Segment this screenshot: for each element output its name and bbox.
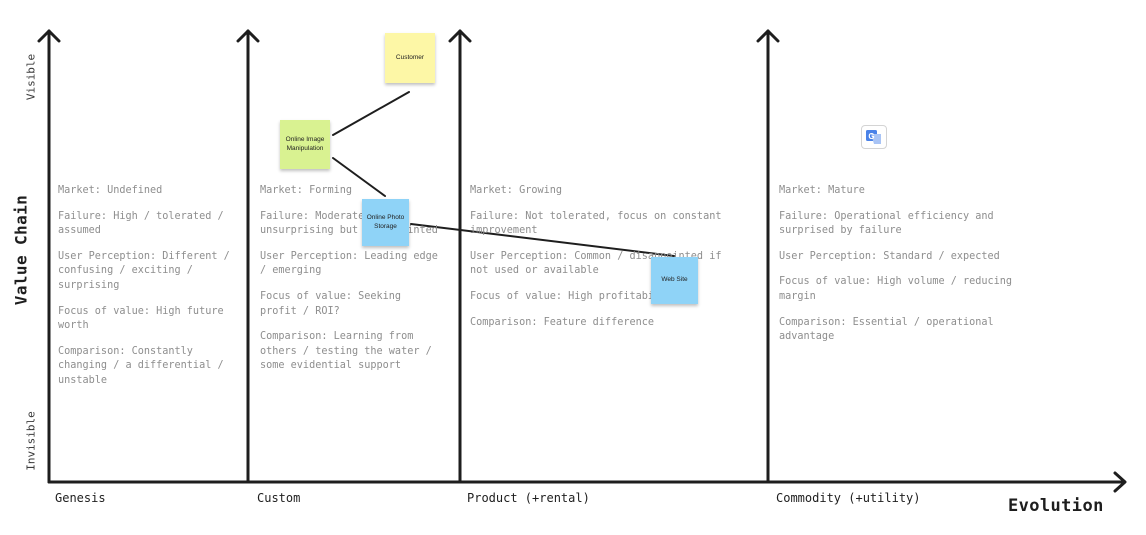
- genesis-perception-note: User Perception: Different / confusing /…: [58, 250, 230, 291]
- phase-label-genesis: Genesis: [55, 491, 106, 505]
- genesis-comparison-note: Comparison: Constantly changing / a diff…: [58, 345, 224, 386]
- product-failure-note: Failure: Not tolerated, focus on constan…: [470, 210, 722, 237]
- value-chain-title: Value Chain: [11, 194, 31, 306]
- product-comparison-note: Comparison: Feature difference: [470, 316, 655, 328]
- phase-label-commodity: Commodity (+utility): [776, 491, 921, 505]
- genesis-value-note: Focus of value: High future worth: [58, 305, 224, 332]
- online-photo-storage-sticky[interactable]: Online Photo Storage: [362, 199, 409, 246]
- link-customer-image-manipulation: [332, 91, 410, 136]
- commodity-market-note: Market: Mature: [779, 185, 865, 196]
- evolution-axis-arrow: [1113, 471, 1127, 493]
- phase-label-product: Product (+rental): [467, 491, 590, 505]
- commodity-stage-arrow: [756, 29, 780, 43]
- phase-label-custom: Custom: [257, 491, 301, 505]
- custom-stage-arrow: [236, 29, 260, 43]
- custom-notes: Market: Forming Failure: Moderate / unsu…: [260, 184, 442, 385]
- genesis-market-note: Market: Undefined: [58, 185, 163, 196]
- invisible-label: Invisible: [24, 411, 38, 471]
- translate-badge[interactable]: G: [861, 125, 887, 149]
- product-market-note: Market: Growing: [470, 185, 563, 196]
- commodity-notes: Market: Mature Failure: Operational effi…: [779, 184, 1019, 356]
- product-stage-arrow: [448, 29, 472, 43]
- custom-value-note: Focus of value: Seeking profit / ROI?: [260, 290, 402, 317]
- genesis-notes: Market: Undefined Failure: High / tolera…: [58, 184, 240, 400]
- commodity-comparison-note: Comparison: Essential / operational adva…: [779, 316, 994, 343]
- online-image-manipulation-sticky[interactable]: Online Image Manipulation: [280, 120, 330, 169]
- value-chain-axis-arrow: [37, 29, 61, 43]
- commodity-perception-note: User Perception: Standard / expected: [779, 250, 1000, 262]
- product-value-note: Focus of value: High profitability: [470, 290, 679, 302]
- web-site-sticky[interactable]: Web Site: [651, 257, 698, 304]
- custom-perception-note: User Perception: Leading edge / emerging: [260, 250, 438, 277]
- custom-market-note: Market: Forming: [260, 185, 353, 196]
- commodity-failure-note: Failure: Operational efficiency and surp…: [779, 210, 994, 237]
- product-perception-note: User Perception: Common / disappointed i…: [470, 250, 722, 277]
- custom-comparison-note: Comparison: Learning from others / testi…: [260, 331, 432, 372]
- visible-label: Visible: [24, 53, 38, 101]
- custom-failure-note: Failure: Moderate / unsurprising but dis…: [260, 210, 438, 237]
- genesis-failure-note: Failure: High / tolerated / assumed: [58, 210, 224, 237]
- customer-sticky[interactable]: Customer: [385, 33, 435, 83]
- google-translate-icon: G: [866, 130, 881, 144]
- evolution-title: Evolution: [1008, 496, 1104, 516]
- commodity-value-note: Focus of value: High volume / reducing m…: [779, 276, 1013, 302]
- link-photo-storage-web-site: [410, 223, 675, 257]
- link-image-manipulation-photo-storage: [332, 157, 386, 197]
- product-notes: Market: Growing Failure: Not tolerated, …: [470, 184, 738, 341]
- translate-badge-glyph: G: [868, 132, 874, 141]
